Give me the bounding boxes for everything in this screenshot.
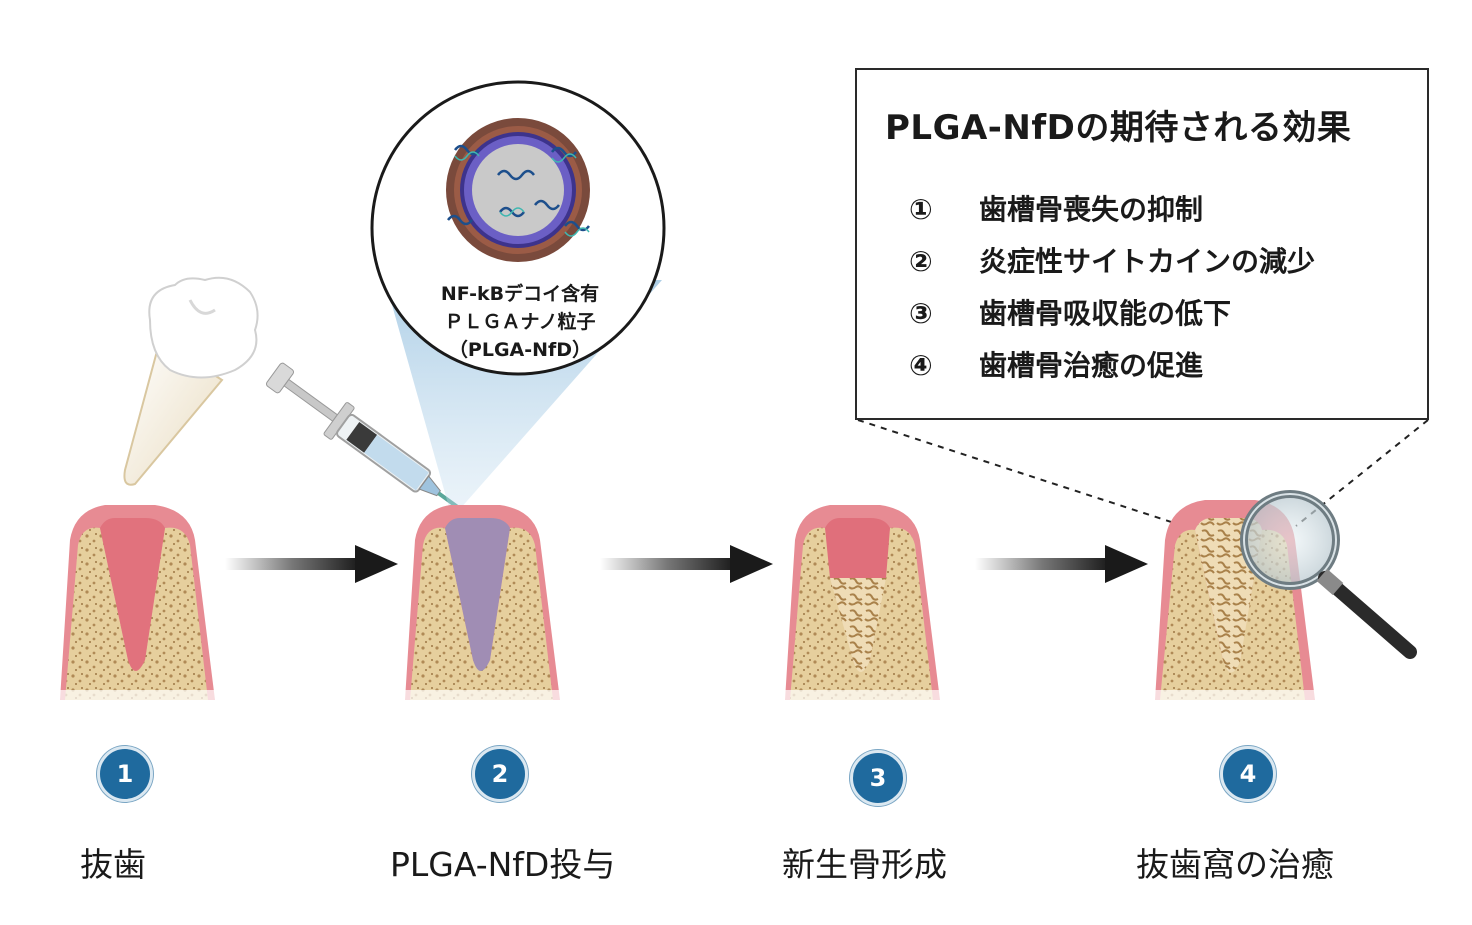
effect-item: ④ 歯槽骨治癒の促進 [909, 344, 1203, 384]
effect-item: ① 歯槽骨喪失の抑制 [909, 188, 1203, 228]
syringe-icon [265, 362, 468, 515]
step-badge-2: 2 [472, 746, 528, 802]
step-badge-3: 3 [850, 750, 906, 806]
arrow-icon [225, 545, 398, 583]
effect-text: 歯槽骨吸収能の低下 [979, 297, 1232, 330]
nanoparticle-label: NF-kBデコイ含有 ＰＬＧＡナノ粒子 （PLGA-NfD） [390, 280, 650, 364]
arrow-icon [600, 545, 773, 583]
arrow-icon [975, 545, 1148, 583]
effect-number: ① [909, 193, 933, 226]
extracted-tooth-icon [123, 276, 259, 486]
effect-number: ④ [909, 349, 933, 382]
effects-title: PLGA-NfDの期待される効果 [885, 108, 1352, 148]
effect-text: 歯槽骨治癒の促進 [979, 349, 1204, 382]
step-badge-1: 1 [97, 746, 153, 802]
step-caption-4: 抜歯窩の治癒 [1136, 845, 1334, 884]
effect-text: 歯槽骨喪失の抑制 [979, 193, 1204, 226]
socket-stage-1 [55, 505, 220, 710]
nanoparticle-label-line3: （PLGA-NfD） [448, 339, 592, 361]
expected-effects-box: PLGA-NfDの期待される効果 ① 歯槽骨喪失の抑制 ② 炎症性サイトカインの減少… [855, 68, 1429, 420]
effect-number: ③ [909, 297, 933, 330]
callout-dashed-line-left [857, 419, 1203, 533]
step-caption-2: PLGA-NfD投与 [390, 845, 616, 884]
effect-item: ② 炎症性サイトカインの減少 [909, 240, 1315, 280]
step-caption-1: 抜歯 [80, 845, 146, 884]
effect-number: ② [909, 245, 933, 278]
nanoparticle-label-line2: ＰＬＧＡナノ粒子 [444, 311, 596, 333]
socket-stage-3 [780, 505, 945, 710]
callout-dashed-line-right [1295, 419, 1429, 527]
nanoparticle-callout [370, 80, 666, 376]
step-caption-3: 新生骨形成 [782, 845, 947, 884]
socket-stage-2 [400, 505, 565, 710]
magnifier-icon [1240, 490, 1417, 659]
effect-text: 炎症性サイトカインの減少 [979, 245, 1316, 278]
nanoparticle-label-line1: NF-kBデコイ含有 [440, 283, 600, 305]
effect-item: ③ 歯槽骨吸収能の低下 [909, 292, 1231, 332]
step-badge-4: 4 [1220, 746, 1276, 802]
